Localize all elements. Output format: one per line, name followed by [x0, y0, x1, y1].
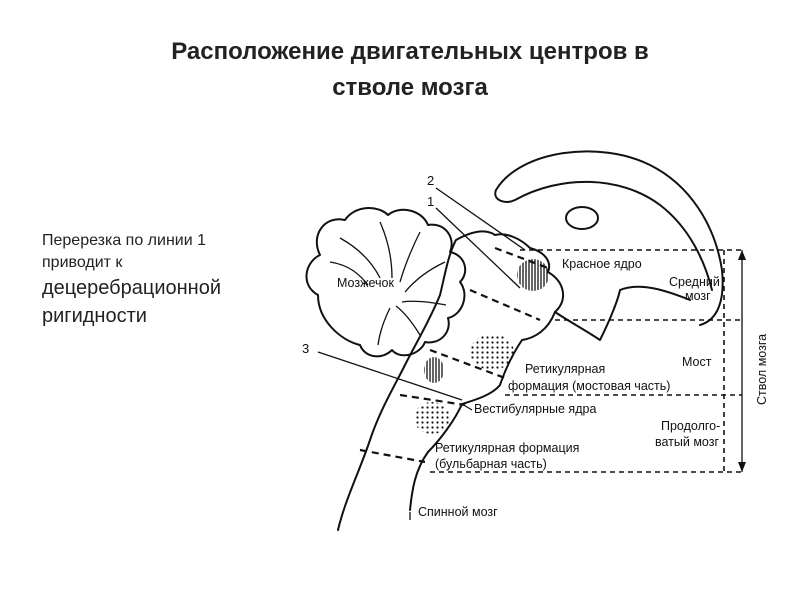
- label-num3: 3: [302, 341, 309, 356]
- cut-line-3: [359, 448, 426, 464]
- label-vestibular: Вестибулярные ядра: [474, 402, 596, 416]
- midbrain-lobe: [554, 285, 691, 341]
- label-midbrain-1: Средний: [669, 275, 720, 289]
- pointer-num3: [317, 351, 463, 401]
- reticular-bulb-area: [414, 402, 450, 434]
- label-midbrain-2: мозг: [685, 289, 711, 303]
- pointer-num2: [435, 187, 526, 251]
- red-nucleus-area: [517, 259, 549, 291]
- pointer-vestibular: [461, 403, 473, 411]
- label-spinal-cord: Спинной мозг: [418, 505, 498, 519]
- midbrain-bracket: [430, 249, 742, 473]
- label-pons: Мост: [682, 355, 712, 369]
- reticular-pons-area: [470, 334, 514, 370]
- label-num1: 1: [427, 194, 434, 209]
- side-note-line-2: приводит к: [42, 254, 123, 271]
- side-note-line-3: децеребрационной: [42, 277, 222, 299]
- title-line-1: Расположение двигательных центров в: [171, 38, 649, 65]
- label-cerebellum: Мозжечок: [337, 276, 394, 290]
- label-red-nucleus: Красное ядро: [562, 257, 642, 271]
- label-reticular-pons-1: Ретикулярная: [525, 362, 605, 376]
- label-num2: 2: [427, 173, 434, 188]
- label-brainstem: Ствол мозга: [755, 334, 769, 405]
- label-medulla-1: Продолго-: [661, 419, 720, 433]
- page-title: Расположение двигательных центров в ство…: [120, 34, 700, 106]
- cut-line-pons: [429, 348, 506, 380]
- thalamus-nucleus: [565, 206, 599, 230]
- cerebellum-folia: [329, 221, 447, 346]
- label-medulla-2: ватый мозг: [655, 435, 719, 449]
- vestibular-area: [424, 357, 444, 383]
- pointer-num1: [435, 207, 521, 289]
- label-reticular-bulb-1: Ретикулярная формация: [435, 441, 579, 455]
- side-note-line-1: Перерезка по линии 1: [42, 232, 207, 249]
- label-reticular-pons-2: формация (мостовая часть): [508, 379, 670, 393]
- brainstem-outline: [337, 230, 564, 531]
- side-note: Перерезка по линии 1 приводит к децеребр…: [42, 230, 292, 330]
- cut-line-medulla: [399, 393, 466, 407]
- cerebellum-outline: [305, 207, 467, 358]
- side-note-line-4: ригидности: [42, 305, 147, 327]
- cut-line-1: [469, 288, 541, 322]
- label-reticular-bulb-2: (бульбарная часть): [435, 457, 547, 471]
- thalamus-outline: [494, 150, 724, 326]
- title-line-2: стволе мозга: [332, 74, 488, 101]
- cut-line-2: [494, 246, 549, 270]
